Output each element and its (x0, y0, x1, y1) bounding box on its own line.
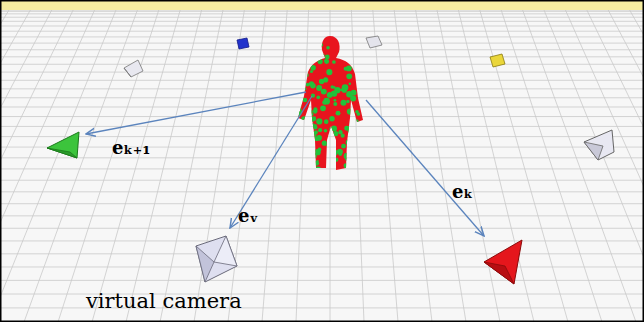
floor-grid (1, 10, 643, 321)
camera-caption: virtual camera (86, 290, 242, 313)
vector-label: eₖ (452, 182, 473, 202)
direction-arrows (86, 92, 484, 236)
camera-markers (47, 36, 614, 284)
vector-label: eₖ₊₁ (112, 138, 150, 158)
vector-label: eᵥ (238, 206, 258, 226)
person-point-cloud (293, 32, 368, 175)
